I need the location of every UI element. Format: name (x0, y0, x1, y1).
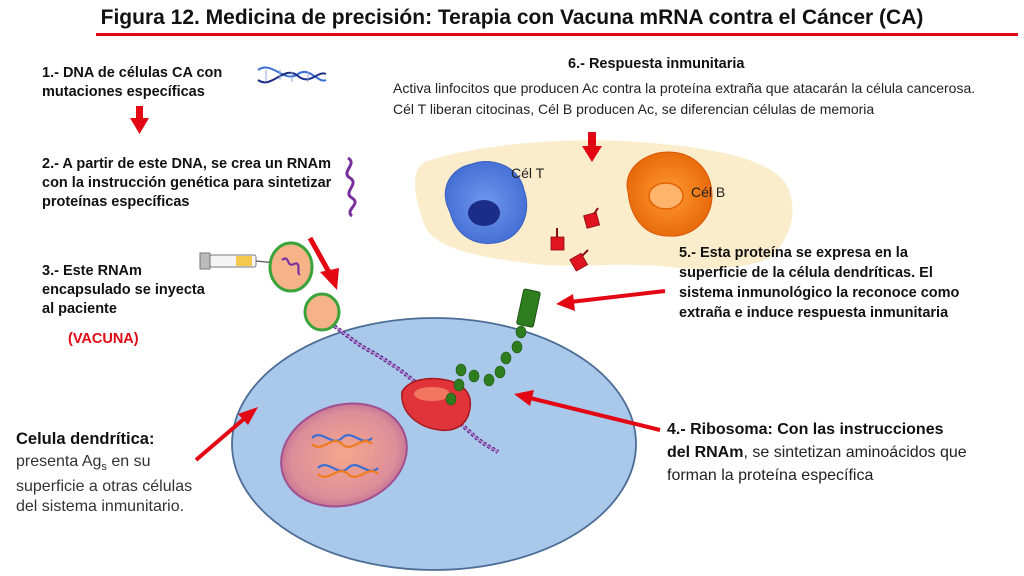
step-3-label: 3.- Este RNAm encapsulado se inyecta al … (42, 263, 205, 317)
step-4-body: , se sintetizan aminoácidos que forman l… (667, 444, 967, 484)
dendritic-body-subscript: s (101, 461, 107, 474)
step-4-heading: 4.- Ribosoma: Con las instrucciones del … (667, 421, 944, 461)
amino-acid-chain (445, 325, 527, 406)
dendritic-cell-body: presenta Ags en su superficie a otras cé… (16, 452, 216, 517)
cell-nucleus (280, 402, 408, 508)
dendritic-body-pre: presenta Ag (16, 453, 102, 470)
t-cell-label: Cél T (511, 165, 545, 181)
dendritic-body-post: en su superficie a otras células del sis… (16, 453, 193, 516)
dna-helix-icon (257, 66, 327, 84)
mrna-icon (345, 156, 357, 218)
surface-protein (516, 288, 541, 328)
step-2-label: 2.- A partir de este DNA, se crea un RNA… (42, 156, 332, 210)
step-6-heading: 6.- Respuesta inmunitaria (568, 56, 745, 72)
title-underline (96, 33, 1018, 36)
step-4-label: 4.- Ribosoma: Con las instrucciones del … (667, 418, 967, 487)
step-5-label: 5.- Esta proteína se expresa en la super… (679, 245, 960, 321)
arrows (130, 106, 666, 462)
step-6-body: Activa linfocitos que producen Ac contra… (393, 80, 976, 117)
vaccine-label: (VACUNA) (68, 331, 139, 347)
b-cell-nucleus (648, 182, 684, 210)
t-cell-nucleus (468, 200, 500, 226)
lipid-nanoparticle-2 (303, 292, 341, 332)
figure-title: Figura 12. Medicina de precisión: Terapi… (100, 6, 924, 29)
nucleus-dna-icon (311, 434, 379, 478)
step-1-label: 1.- DNA de células CA con mutaciones esp… (42, 65, 223, 100)
antibody-markers (550, 207, 601, 272)
lipid-nanoparticle-1 (268, 241, 314, 293)
b-cell-label: Cél B (691, 184, 726, 200)
dendritic-cell-heading: Celula dendrítica: (16, 430, 155, 448)
